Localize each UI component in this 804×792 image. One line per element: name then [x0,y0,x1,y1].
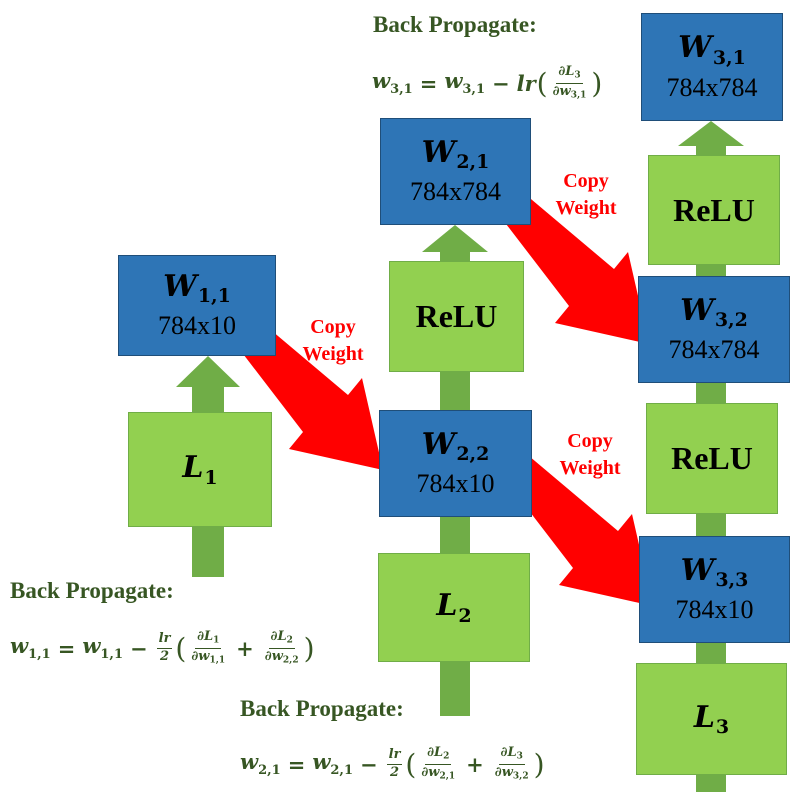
fraction: ∂L1 ∂w1,1 [191,628,226,666]
loss-name: L1 [182,450,218,489]
loss-name: L2 [436,588,472,627]
weight-name: W2,1 [421,134,490,174]
weight-box-w11: W1,1 784x10 [118,255,276,356]
flow-bar-col3-w33-relu [696,512,726,538]
flow-bar-col2-l2-w22 [440,515,470,555]
loss-box-l1: L1 [128,412,272,527]
fraction: ∂L2 ∂w2,1 [421,744,456,782]
flow-bar-col3-relu-w32 [696,380,726,406]
weight-box-w32: W3,2 784x784 [638,276,790,383]
back-propagate-label-w31: Back Propagate: [373,12,537,37]
weight-name: W1,1 [163,268,231,308]
weight-box-w22: W2,2 784x10 [379,410,532,517]
copy-arrow-w22-to-w33 [507,456,653,606]
weight-size: 784x784 [668,335,760,365]
weight-size: 784x10 [416,469,495,499]
loss-box-l3: L3 [636,663,787,775]
weight-box-w31: W3,1 784x784 [641,13,783,121]
back-propagate-label-w21: Back Propagate: [240,696,404,721]
relu-label: ReLU [671,440,753,476]
weight-name: W3,3 [680,552,749,592]
weight-size: 784x784 [666,72,758,102]
relu-box-col2: ReLU [389,261,524,372]
weight-size: 784x10 [158,311,236,341]
flow-arrow-l1-to-w11 [176,356,240,412]
loss-box-l2: L2 [378,553,530,662]
relu-box-col3-top: ReLU [648,155,780,265]
flow-bar-col2-bottom [440,660,470,716]
flow-arrow-relu-to-w21 [422,225,488,262]
relu-label: ReLU [415,298,498,334]
relu-label: ReLU [673,191,755,228]
copy-arrow-w11-to-w22 [237,320,383,470]
weight-size: 784x10 [675,595,754,625]
weight-size: 784x784 [410,177,501,207]
flow-arrow-relu-to-w31 [678,121,744,155]
fraction: ∂L3 ∂w3,2 [494,744,529,782]
relu-box-col3-bottom: ReLU [646,403,778,514]
fraction: lr 2 [156,631,173,664]
flow-bar-col3-w32-relu [696,262,726,278]
weight-box-w33: W3,3 784x10 [639,536,790,643]
weight-name: W3,1 [678,30,746,69]
flow-bar-col2-w22-relu [440,370,470,410]
flow-bar-col3-bottom [696,773,726,792]
weight-box-w21: W2,1 784x784 [380,118,531,225]
back-propagate-label-w11: Back Propagate: [10,578,174,603]
equation-w11: w1,1 = w1,1 − lr 2 ( ∂L1 ∂w1,1 + ∂L2 ∂w2… [10,628,315,666]
fraction: lr 2 [386,747,403,780]
weight-name: W3,2 [680,292,748,332]
copy-arrow-w21-to-w32 [503,194,649,344]
loss-name: L3 [693,699,730,739]
equation-w21: w2,1 = w2,1 − lr 2 ( ∂L2 ∂w2,1 + ∂L3 ∂w3… [240,744,545,782]
fraction: ∂L3 ∂w3,1 [552,63,587,101]
flow-bar-col3-l3-w33 [696,640,726,665]
equation-w31: w3,1 = w3,1 − lr ( ∂L3 ∂w3,1 ) [372,63,603,101]
flow-bar-col1-bottom [192,525,224,577]
fraction: ∂L2 ∂w2,2 [264,628,299,666]
weight-name: W2,2 [421,426,490,466]
